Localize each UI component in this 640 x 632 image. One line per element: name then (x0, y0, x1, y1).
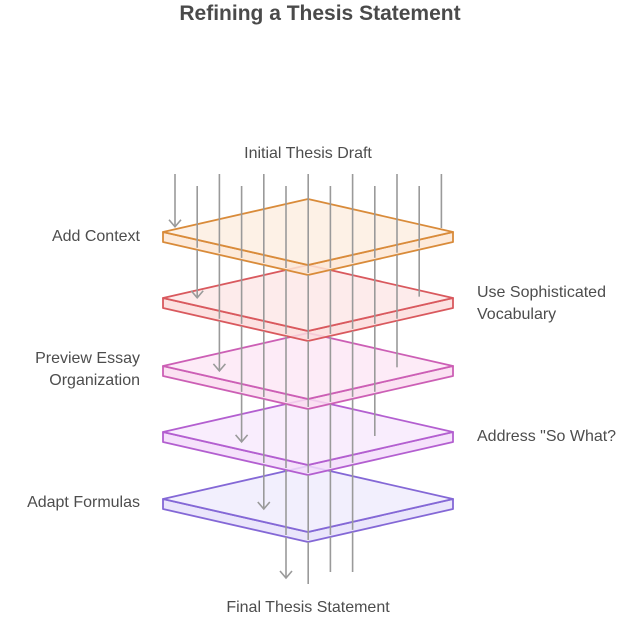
arrow-head-icon (212, 363, 227, 373)
layer-label-2: Use Sophisticated Vocabulary (477, 284, 606, 323)
flow-lines (168, 174, 443, 584)
layer-label-4: Address "So What? (477, 428, 617, 445)
input-label: Initial Thesis Draft (244, 145, 372, 162)
diagram-title: Refining a Thesis Statement (179, 2, 461, 25)
arrow-head-icon (279, 570, 293, 580)
layer-label-5: Adapt Formulas (27, 494, 140, 511)
arrow-head-icon (190, 290, 204, 300)
arrow-head-icon (257, 501, 271, 511)
output-label: Final Thesis Statement (226, 599, 390, 616)
arrow-head-icon (168, 219, 182, 228)
layer-label-3: Preview Essay Organization (35, 350, 140, 389)
layer-label-1: Add Context (51, 228, 140, 245)
arrow-head-icon (234, 434, 249, 444)
